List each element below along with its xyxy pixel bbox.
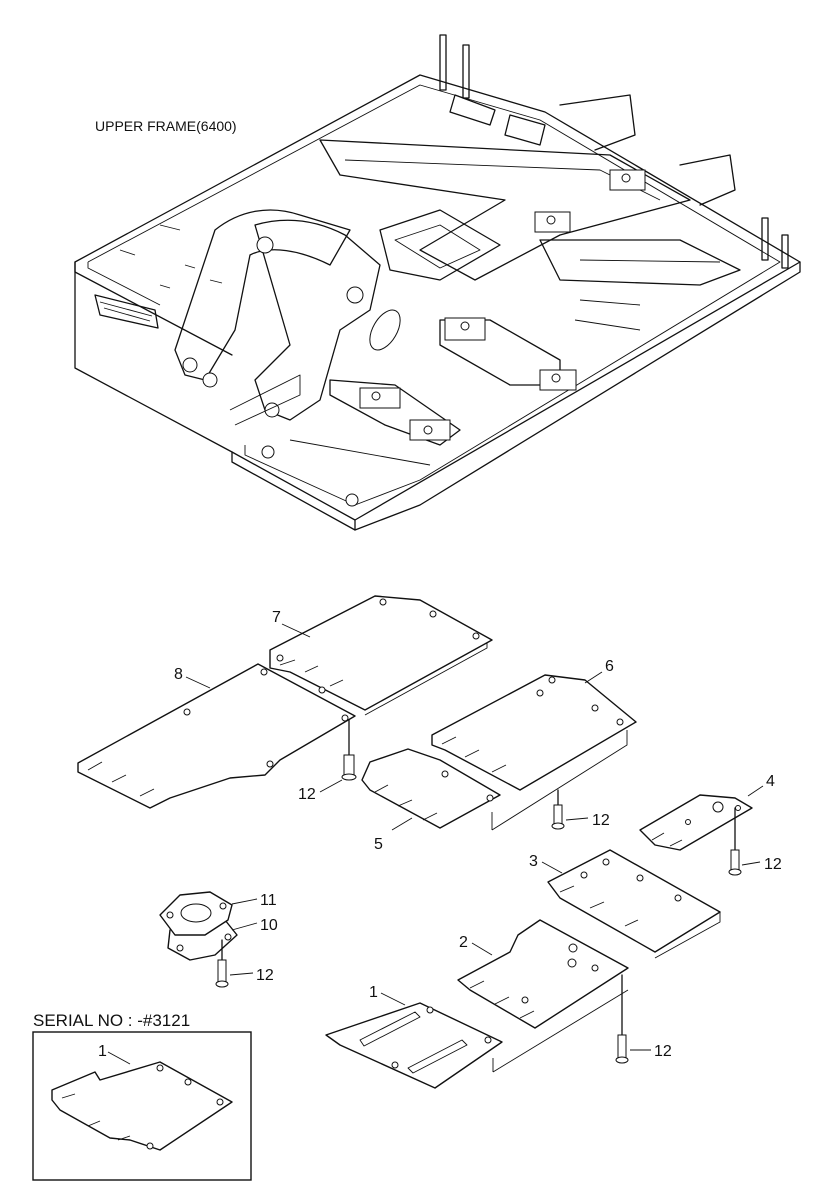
bolt-12-c [728,807,742,876]
callout-4: 4 [766,773,775,790]
bolt-12-b [551,789,565,830]
plate-1 [325,989,629,1089]
plate-8 [77,663,356,809]
callout-3: 3 [529,853,538,870]
inset-callout-1: 1 [98,1043,107,1060]
callout-7: 7 [272,609,281,626]
callout-12-a: 12 [298,786,316,803]
bolt-12-a [341,719,357,781]
bolt-12-d [215,939,229,988]
leader-lines [185,623,764,1051]
callout-8: 8 [174,666,183,683]
callout-12-c: 12 [764,856,782,873]
callout-1: 1 [369,984,378,1001]
callout-2: 2 [459,934,468,951]
plate-7 [269,595,493,716]
callout-12-b: 12 [592,812,610,829]
callout-12-d: 12 [256,967,274,984]
callout-10: 10 [260,917,278,934]
bolt-12-e [615,974,629,1064]
assembly-title: UPPER FRAME(6400) [95,118,237,134]
plate-6 [431,674,637,831]
callout-11: 11 [260,892,277,909]
plate-3 [547,849,721,959]
callout-5: 5 [374,836,383,853]
callout-6: 6 [605,658,614,675]
plate-2 [457,919,629,1029]
plates-10-11 [159,891,238,961]
upper-frame-assembly [74,34,801,531]
callout-12-e: 12 [654,1043,672,1060]
plate-5 [361,748,501,829]
serial-label: SERIAL NO : -#3121 [33,1011,190,1030]
serial-inset-box: 1 [32,1031,252,1181]
plate-4 [639,794,753,851]
